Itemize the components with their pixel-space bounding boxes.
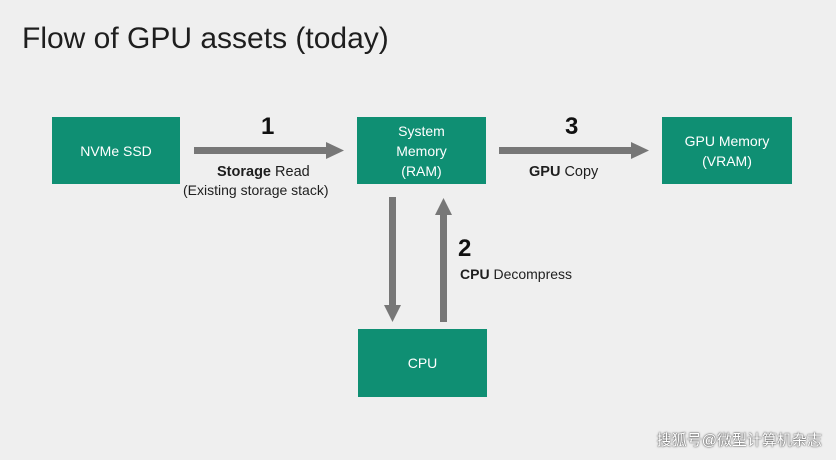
step-1-number: 1 bbox=[261, 113, 275, 140]
nvme-ssd-box: NVMe SSD bbox=[52, 117, 180, 184]
cpu-decompress-label-bold: CPU bbox=[460, 266, 490, 282]
system-memory-label-line2: Memory bbox=[396, 142, 447, 159]
arrow-cpu-to-ram bbox=[435, 198, 452, 322]
cpu-box: CPU bbox=[358, 329, 487, 397]
cpu-label: CPU bbox=[407, 355, 438, 371]
storage-read-sublabel: (Existing storage stack) bbox=[183, 182, 329, 198]
gpu-copy-label-rest: Copy bbox=[560, 164, 599, 180]
gpu-memory-box: GPU Memory (VRAM) bbox=[662, 117, 792, 184]
cpu-decompress-label-rest: Decompress bbox=[489, 266, 573, 282]
system-memory-label-line1: System bbox=[398, 122, 445, 139]
step-3-number: 3 bbox=[565, 113, 579, 140]
storage-read-label-bold: Storage bbox=[217, 164, 271, 180]
step-2-number: 2 bbox=[458, 235, 472, 262]
arrow-gpu-copy bbox=[499, 142, 649, 159]
slide-title: Flow of GPU assets (today) bbox=[22, 22, 389, 55]
gpu-memory-label-line2: (VRAM) bbox=[702, 152, 752, 169]
storage-read-label: Storage Read bbox=[217, 164, 310, 180]
system-memory-box: System Memory (RAM) bbox=[357, 117, 486, 184]
system-memory-label-line3: (RAM) bbox=[401, 162, 442, 179]
gpu-memory-label-line1: GPU Memory bbox=[684, 132, 770, 149]
arrow-storage-read bbox=[194, 142, 344, 159]
nvme-ssd-label: NVMe SSD bbox=[80, 142, 152, 159]
cpu-decompress-label: CPU Decompress bbox=[460, 266, 572, 282]
gpu-copy-label-bold: GPU bbox=[529, 164, 561, 180]
watermark: 搜狐号@微型计算机杂志 bbox=[656, 432, 822, 449]
storage-read-label-rest: Read bbox=[271, 164, 310, 180]
gpu-copy-label: GPU Copy bbox=[529, 164, 598, 180]
arrow-ram-to-cpu bbox=[384, 197, 401, 322]
